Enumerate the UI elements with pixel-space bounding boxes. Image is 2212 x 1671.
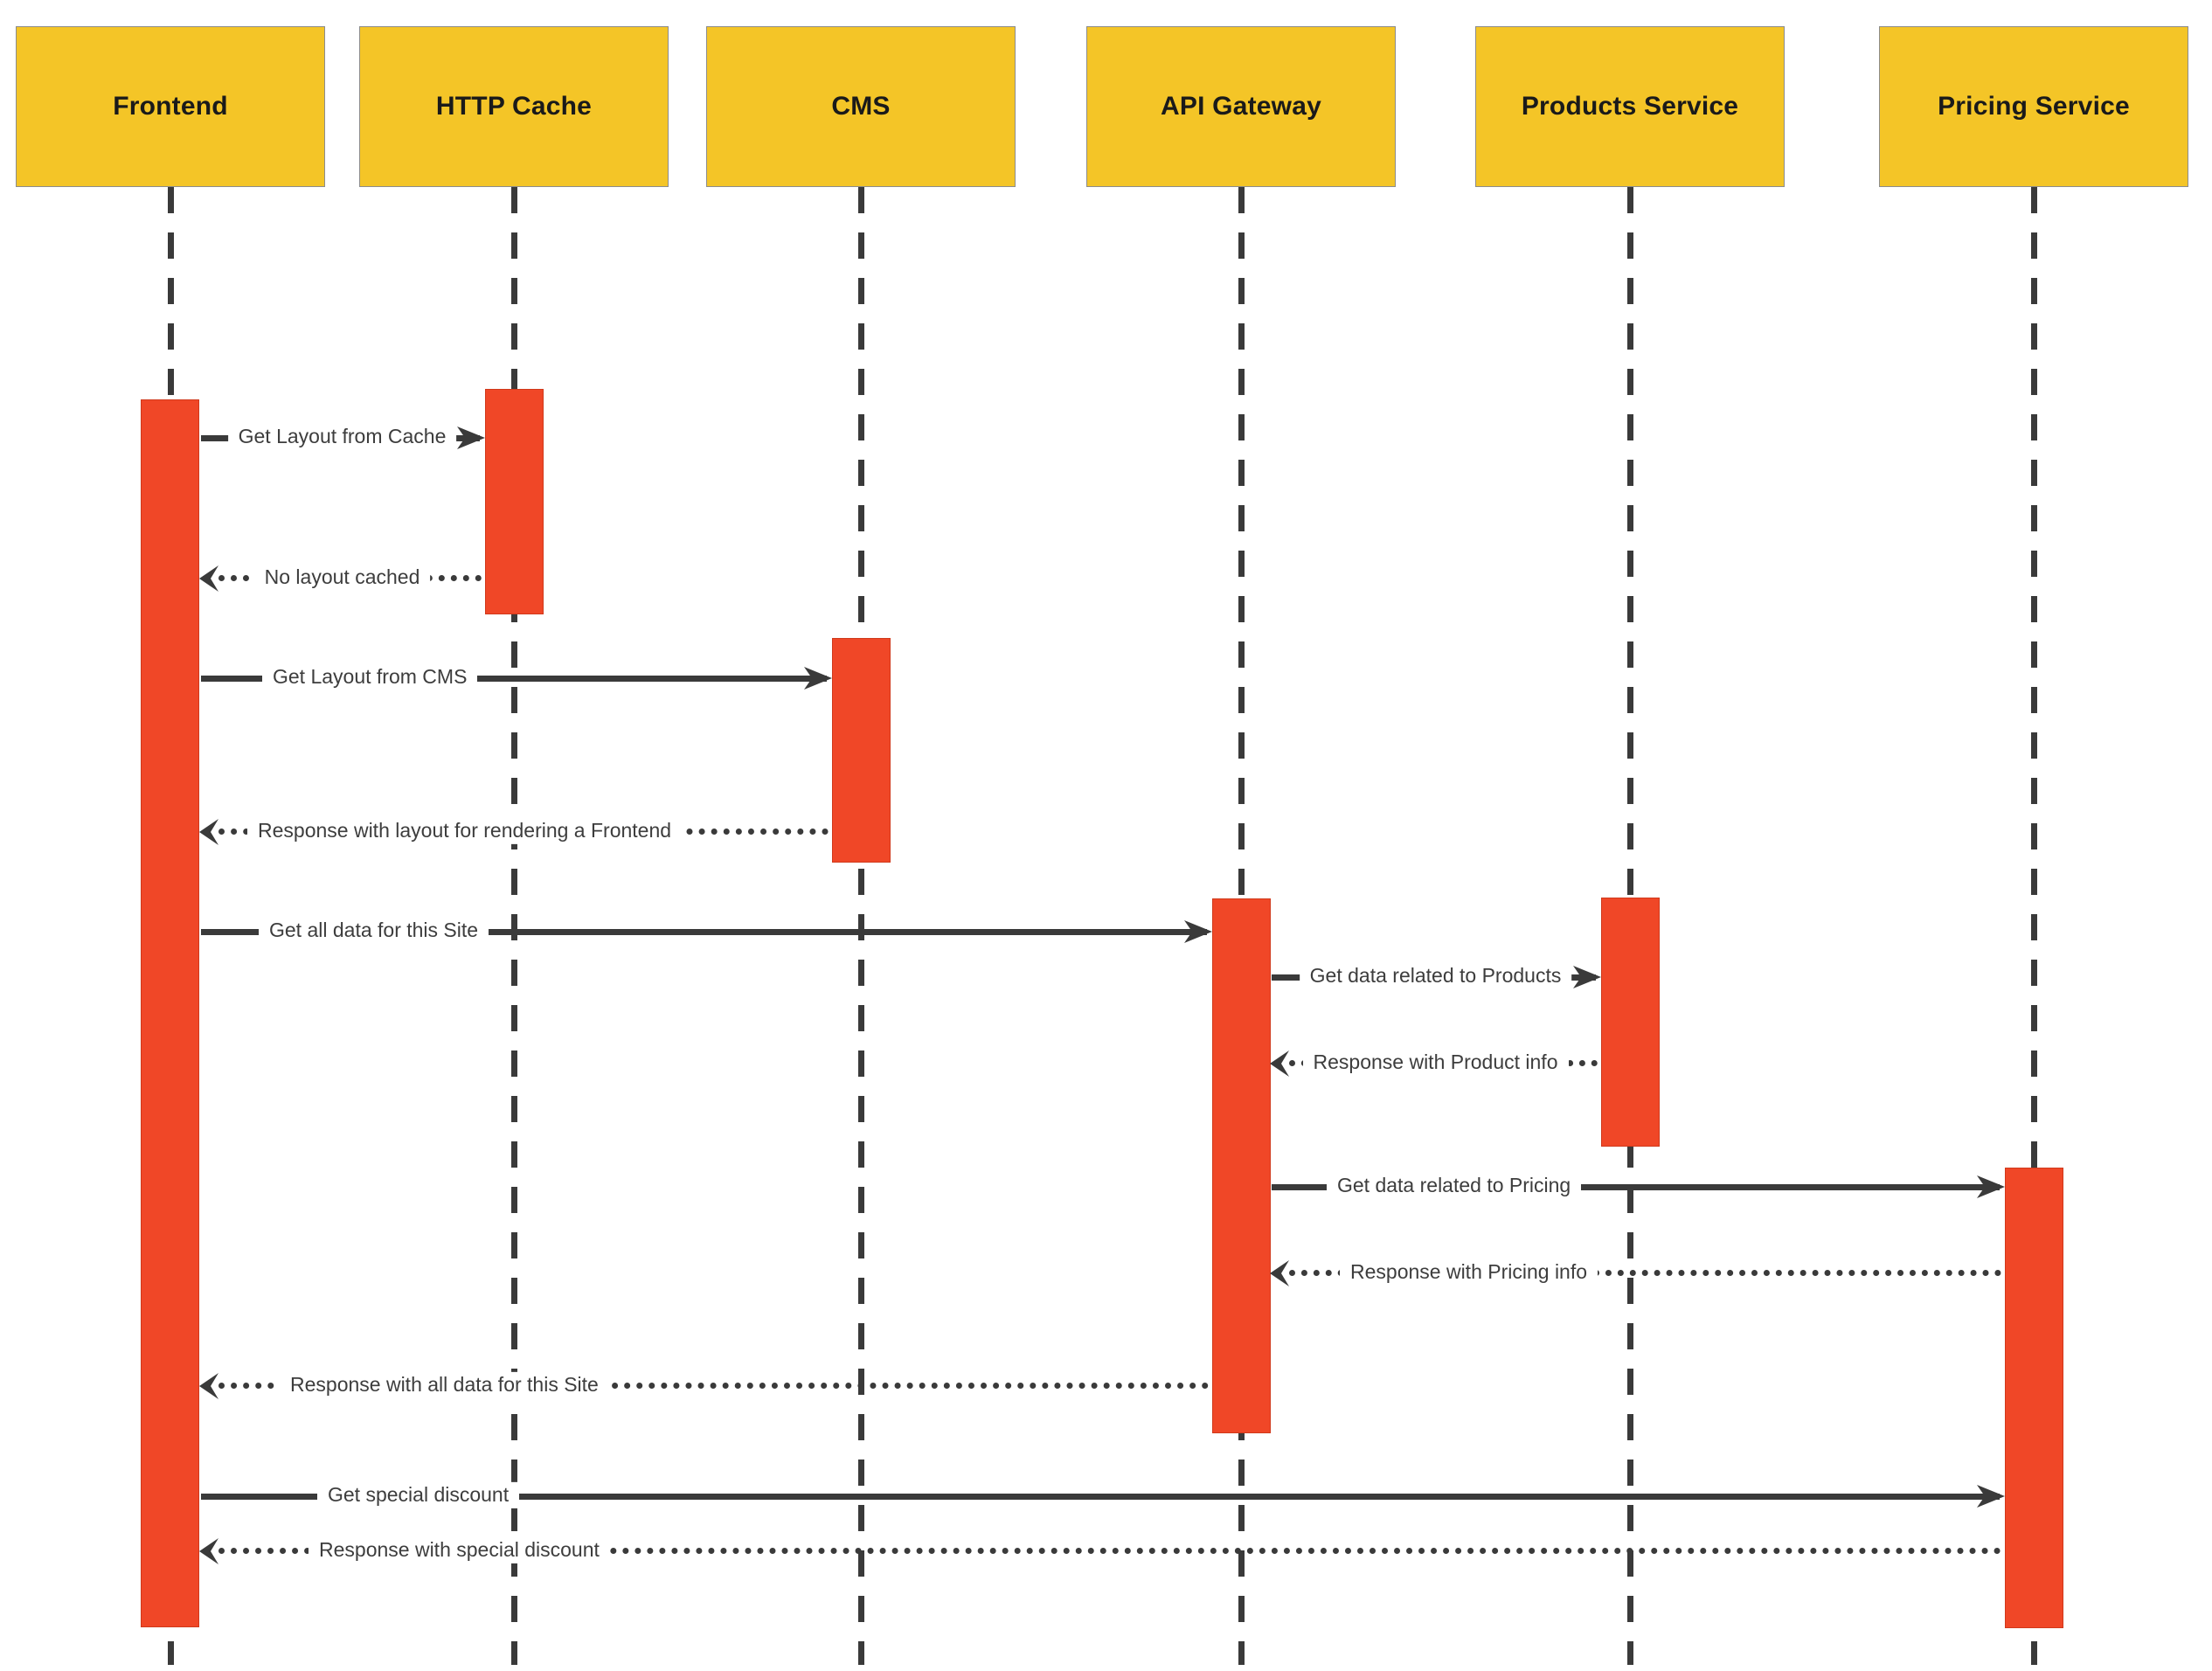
message-line [1289, 1270, 2001, 1276]
participant-label: API Gateway [1161, 92, 1321, 121]
arrowhead-left-icon [199, 1373, 218, 1399]
lifeline-http-cache [510, 187, 517, 1665]
message-line [201, 929, 1207, 935]
lifeline-cms [857, 187, 864, 1665]
message-label: Get all data for this Site [259, 917, 489, 944]
message-label: Response with Product info [1302, 1049, 1569, 1076]
message-line [1272, 1184, 2000, 1190]
activation-api-gateway [1212, 898, 1271, 1433]
arrowhead-right-icon [1184, 920, 1212, 943]
participant-cms: CMS [706, 26, 1016, 187]
arrowhead-left-icon [1270, 1050, 1289, 1077]
activation-pricing-service [2005, 1168, 2063, 1628]
arrowhead-left-icon [1270, 1260, 1289, 1286]
participant-frontend: Frontend [16, 26, 325, 187]
message-label: Get data related to Products [1299, 962, 1572, 989]
participant-label: CMS [831, 92, 891, 121]
arrowhead-right-icon [457, 426, 485, 449]
message-line [218, 1383, 1209, 1389]
arrowhead-left-icon [199, 1538, 218, 1564]
activation-products-service [1601, 898, 1660, 1147]
arrowhead-left-icon [199, 565, 218, 592]
message-label: No layout cached [253, 564, 431, 591]
message-label: Response with all data for this Site [280, 1371, 609, 1398]
activation-cms [832, 638, 891, 863]
arrowhead-right-icon [804, 667, 832, 690]
arrowhead-right-icon [1977, 1485, 2005, 1508]
message-label: Get data related to Pricing [1327, 1172, 1582, 1199]
activation-frontend [141, 399, 199, 1627]
arrowhead-right-icon [1573, 966, 1601, 988]
participant-label: Pricing Service [1938, 92, 2130, 121]
message-label: Response with special discount [309, 1536, 610, 1564]
message-label: Get Layout from Cache [227, 423, 457, 450]
arrowhead-right-icon [1977, 1175, 2005, 1198]
participant-label: HTTP Cache [435, 92, 593, 121]
participant-http-cache: HTTP Cache [359, 26, 669, 187]
participant-label: Frontend [113, 92, 228, 121]
participant-pricing-service: Pricing Service [1879, 26, 2188, 187]
participant-products-service: Products Service [1475, 26, 1785, 187]
participant-label: Products Service [1521, 92, 1739, 121]
message-line [218, 1548, 2001, 1554]
message-label: Response with Pricing info [1340, 1258, 1598, 1286]
lifeline-pricing-service [2030, 187, 2037, 1665]
activation-http-cache [485, 389, 544, 614]
participant-api-gateway: API Gateway [1086, 26, 1396, 187]
message-line [201, 676, 827, 682]
message-label: Get Layout from CMS [262, 663, 478, 690]
arrowhead-left-icon [199, 819, 218, 845]
message-label: Response with layout for rendering a Fro… [247, 817, 683, 844]
message-label: Get special discount [317, 1481, 520, 1508]
message-line [201, 1494, 2000, 1500]
